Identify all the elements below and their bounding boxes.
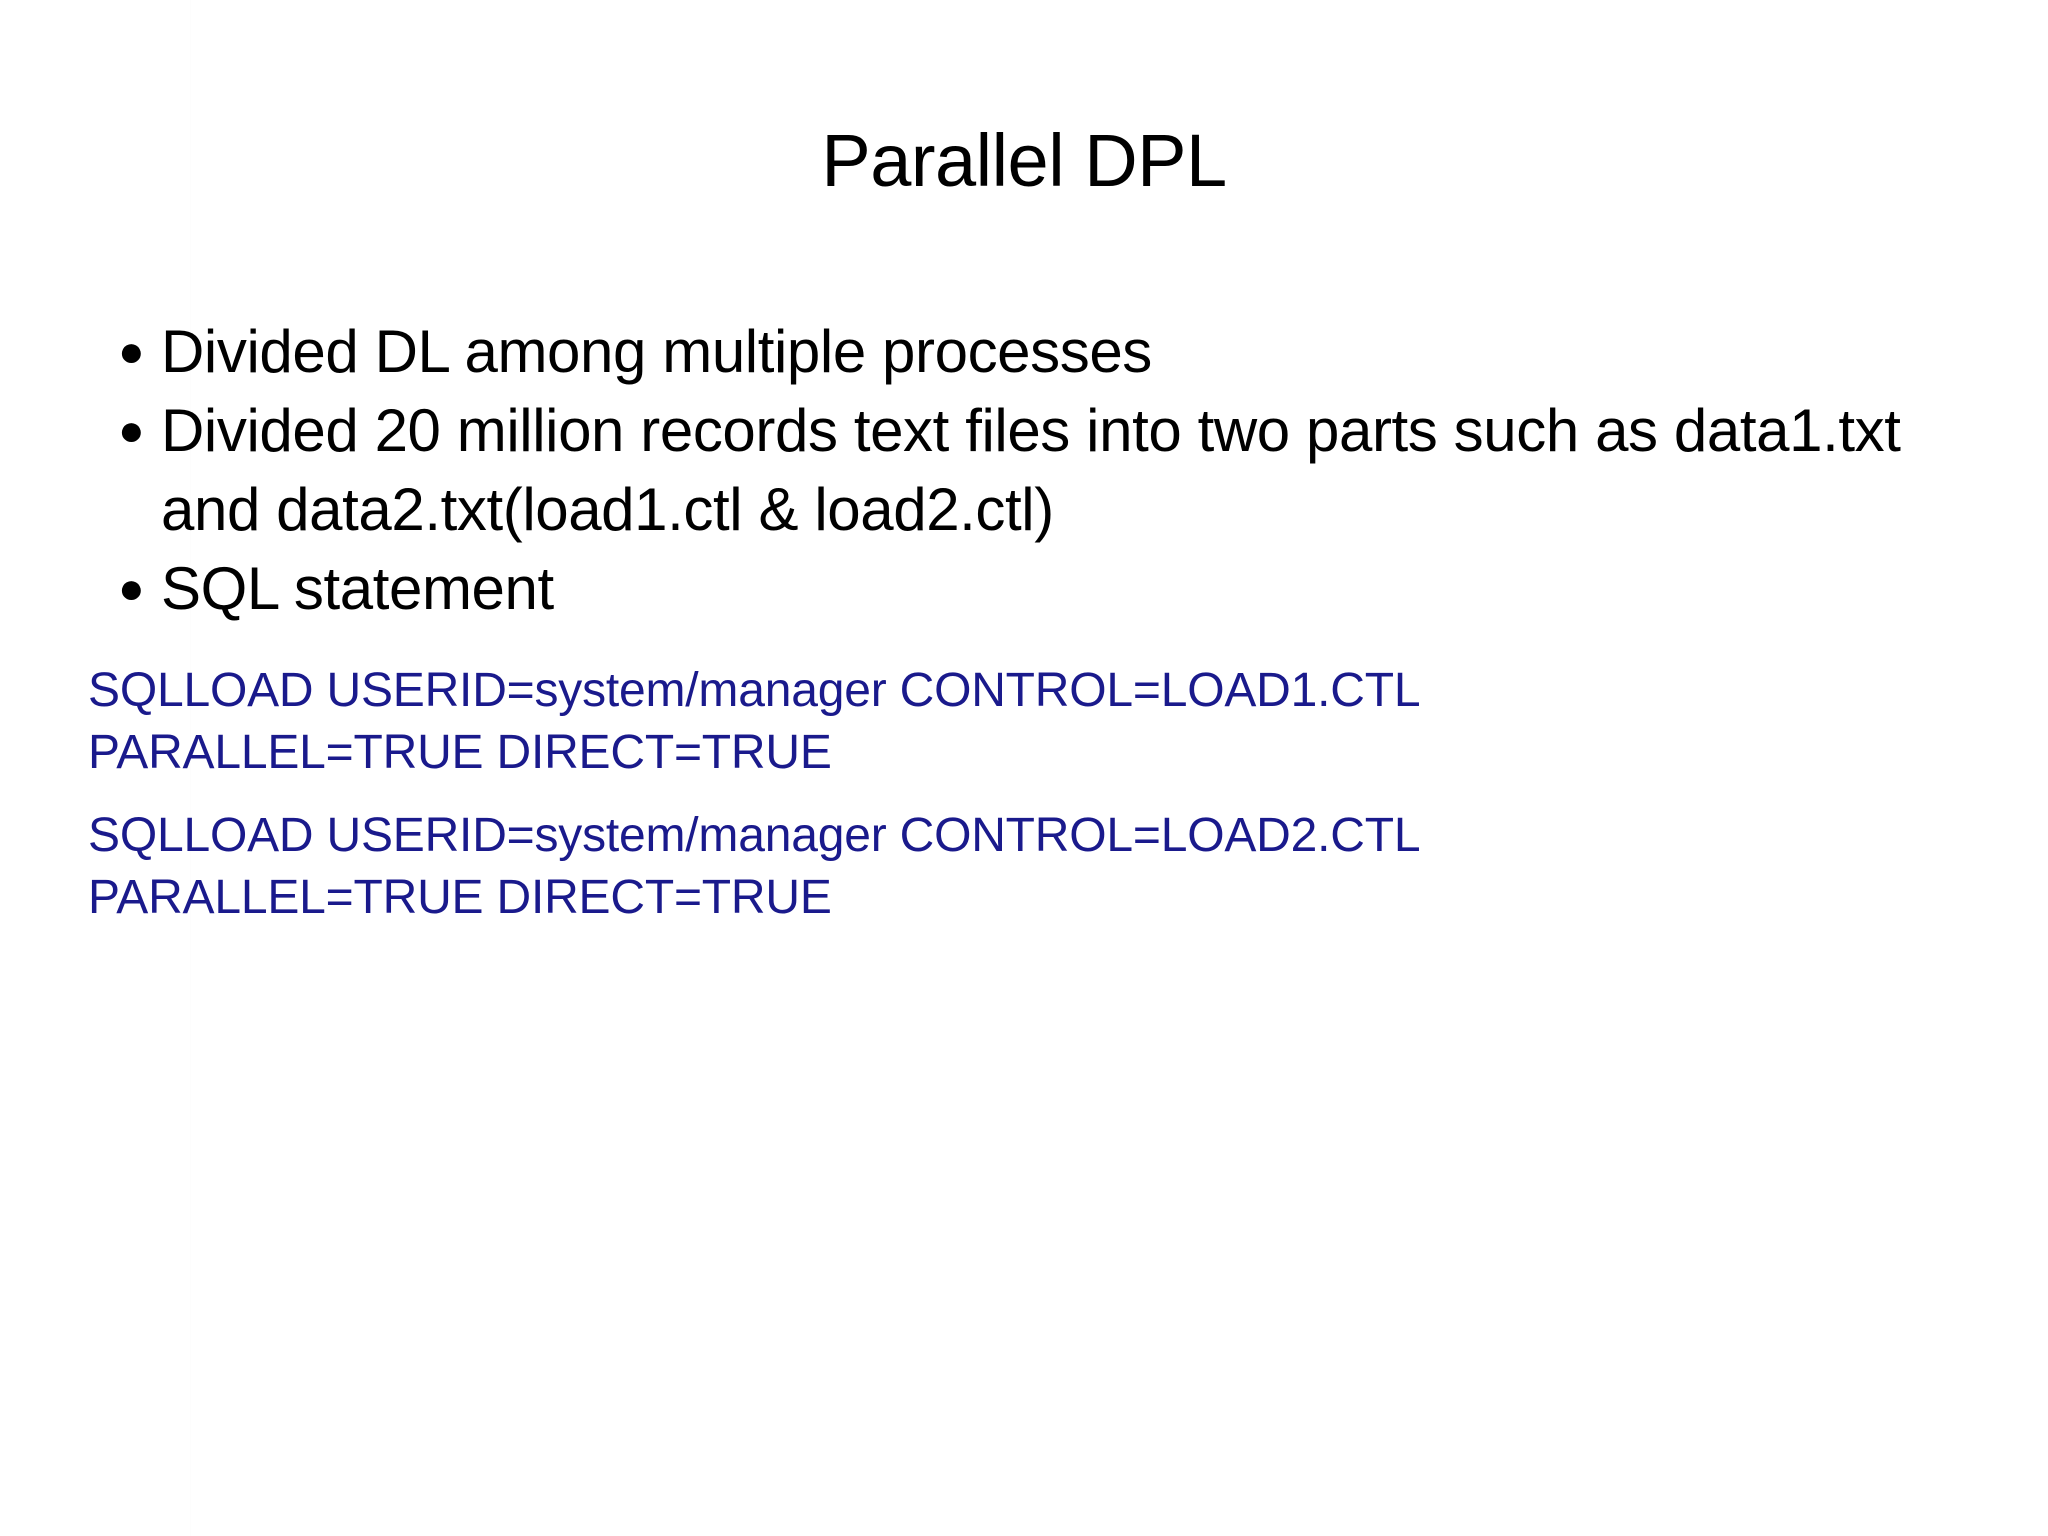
code-line: SQLLOAD USERID=system/manager CONTROL=LO…: [88, 664, 1421, 717]
list-item: ● SQL statement: [118, 549, 1978, 628]
bullet-dot-icon: ●: [118, 327, 145, 376]
bullet-dot-icon: ●: [118, 564, 145, 613]
bullet-list: ● Divided DL among multiple processes ● …: [118, 312, 1978, 628]
sqlload-load1-block: SQLLOAD USERID=system/manager CONTROL=LO…: [88, 660, 1888, 784]
code-line: SQLLOAD USERID=system/manager CONTROL=LO…: [88, 809, 1421, 862]
page-title: Parallel DPL: [821, 119, 1227, 202]
bullet-text: Divided 20 million records text files in…: [161, 397, 1901, 543]
bullet-text: SQL statement: [161, 555, 554, 622]
list-item: ● Divided 20 million records text files …: [118, 391, 1978, 549]
bullet-text: Divided DL among multiple processes: [161, 318, 1152, 385]
sqlload-load2-block: SQLLOAD USERID=system/manager CONTROL=LO…: [88, 805, 1888, 929]
code-line: PARALLEL=TRUE DIRECT=TRUE: [88, 726, 832, 779]
code-line: PARALLEL=TRUE DIRECT=TRUE: [88, 871, 832, 924]
bullet-dot-icon: ●: [118, 406, 145, 455]
list-item: ● Divided DL among multiple processes: [118, 312, 1978, 391]
